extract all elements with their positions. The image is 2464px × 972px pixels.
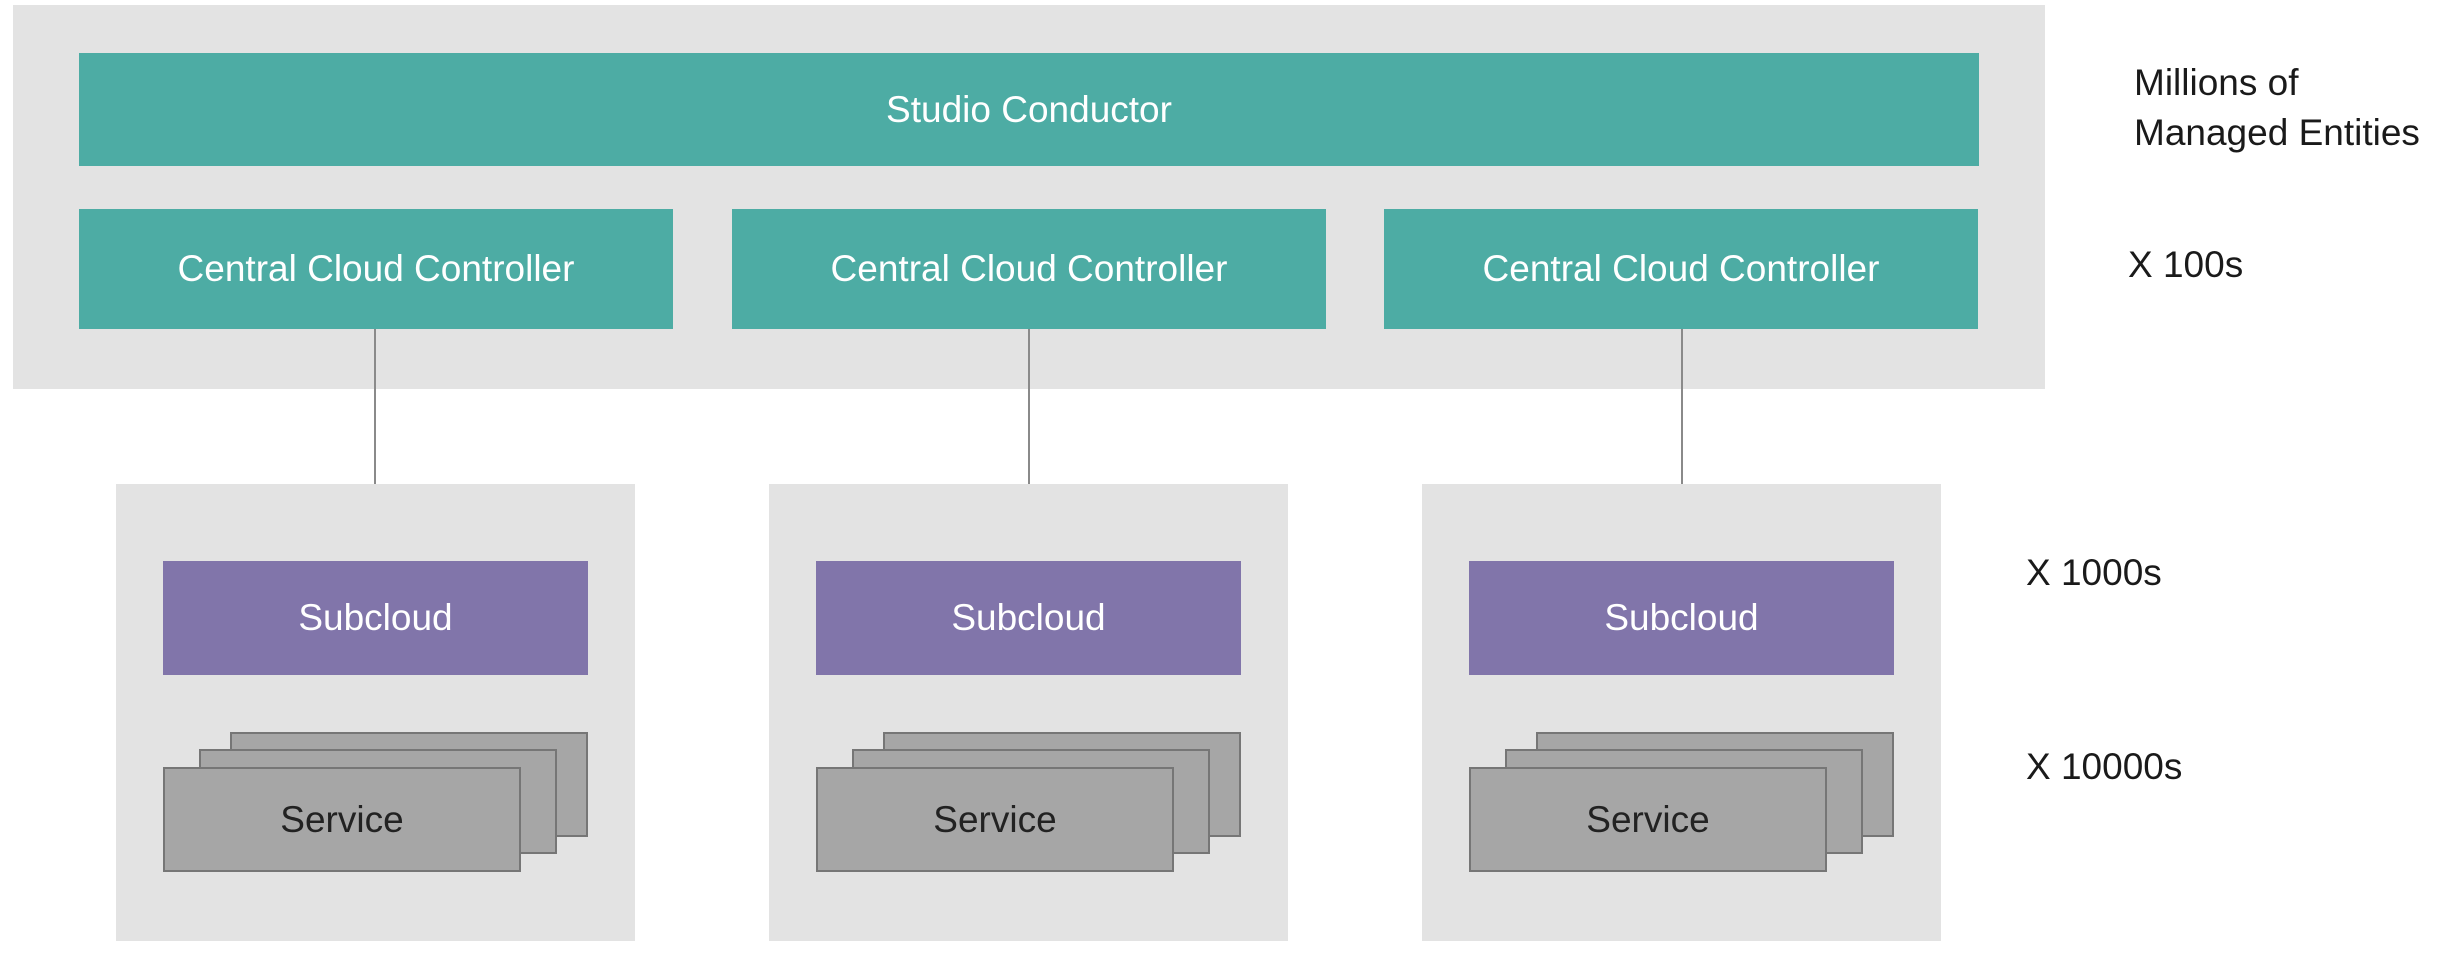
subcloud-label: Subcloud bbox=[951, 597, 1106, 638]
service-card-front: Service bbox=[1469, 767, 1827, 872]
subcloud-box-1: Subcloud bbox=[163, 561, 588, 675]
service-label: Service bbox=[1586, 798, 1710, 840]
service-card-front: Service bbox=[163, 767, 521, 872]
central-cloud-controller-2: Central Cloud Controller bbox=[732, 209, 1326, 329]
scale-label-conductor: Millions of Managed Entities bbox=[2134, 58, 2420, 158]
controller-label: Central Cloud Controller bbox=[830, 248, 1228, 289]
subcloud-panel-3 bbox=[1422, 484, 1941, 941]
controller-label: Central Cloud Controller bbox=[177, 248, 575, 289]
service-label: Service bbox=[933, 798, 1057, 840]
connector-line-1 bbox=[374, 329, 376, 484]
subcloud-label: Subcloud bbox=[298, 597, 453, 638]
central-cloud-controller-3: Central Cloud Controller bbox=[1384, 209, 1978, 329]
scale-label-subclouds: X 1000s bbox=[2026, 552, 2162, 593]
subcloud-box-2: Subcloud bbox=[816, 561, 1241, 675]
studio-conductor-box: Studio Conductor bbox=[79, 53, 1979, 166]
scale-label-line: Millions of bbox=[2134, 62, 2299, 103]
studio-conductor-label: Studio Conductor bbox=[886, 88, 1172, 130]
service-label: Service bbox=[280, 798, 404, 840]
subcloud-panel-2 bbox=[769, 484, 1288, 941]
scale-label-line: Managed Entities bbox=[2134, 112, 2420, 153]
service-card-front: Service bbox=[816, 767, 1174, 872]
subcloud-label: Subcloud bbox=[1604, 597, 1759, 638]
subcloud-panel-1 bbox=[116, 484, 635, 941]
connector-line-2 bbox=[1028, 329, 1030, 484]
subcloud-box-3: Subcloud bbox=[1469, 561, 1894, 675]
central-cloud-controller-1: Central Cloud Controller bbox=[79, 209, 673, 329]
scale-label-services: X 10000s bbox=[2026, 746, 2183, 787]
connector-line-3 bbox=[1681, 329, 1683, 484]
scale-label-controllers: X 100s bbox=[2128, 244, 2244, 285]
controller-label: Central Cloud Controller bbox=[1482, 248, 1880, 289]
